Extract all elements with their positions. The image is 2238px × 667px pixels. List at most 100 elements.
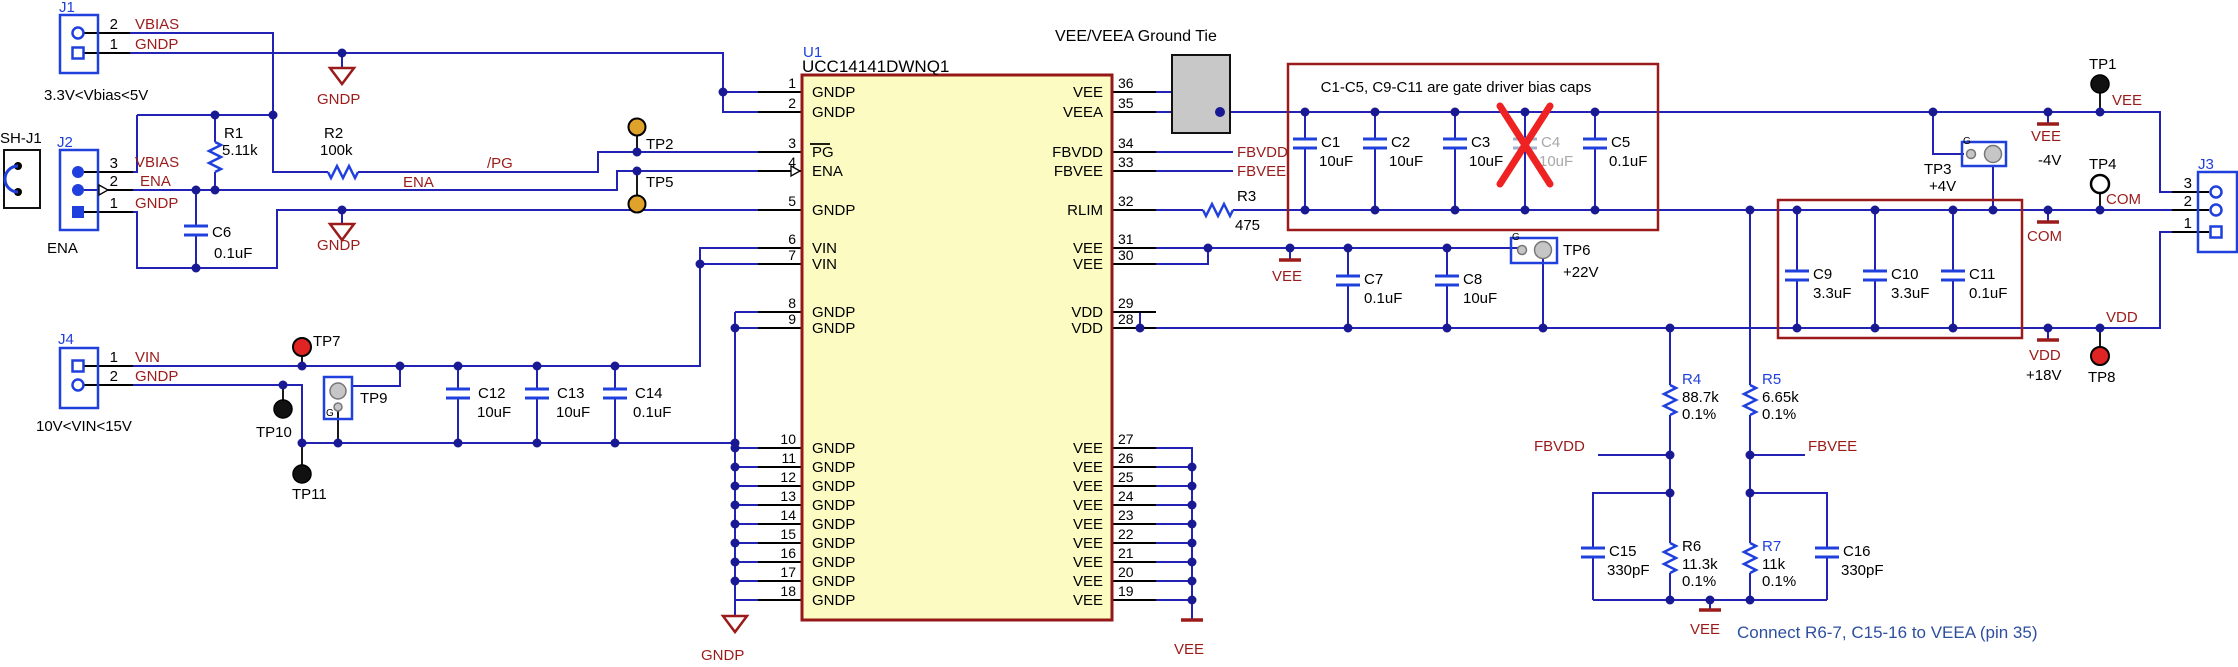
- net-label-ena-mid: ENA: [403, 174, 434, 191]
- capacitor-c6[interactable]: C6 0.1uF: [184, 224, 252, 262]
- c1-value: 10uF: [1319, 153, 1353, 170]
- u1-right-pin-numbers: 36 35 34 33 32 31 30 29 28 27 26 25 24 2…: [1118, 75, 1134, 599]
- c13-ref: C13: [557, 385, 585, 402]
- feedback-note: Connect R6-7, C15-16 to VEEA (pin 35): [1737, 623, 2038, 642]
- bias-caps-group-box-1: [1286, 62, 1660, 232]
- r1-value: 5.11k: [222, 142, 258, 159]
- resistor-r2[interactable]: R2 100k: [320, 125, 360, 181]
- svg-text:9: 9: [788, 311, 796, 327]
- svg-text:3: 3: [788, 135, 796, 151]
- r5-ref: R5: [1762, 371, 1781, 388]
- capacitor-c7[interactable]: C7 0.1uF: [1336, 271, 1402, 307]
- vee-veea-ground-tie[interactable]: VEE/VEEA Ground Tie: [1055, 28, 1231, 134]
- capacitor-c12[interactable]: C12 10uF: [446, 385, 511, 421]
- j3-ref: J3: [2198, 156, 2214, 173]
- testpoint-tp10[interactable]: TP10: [256, 399, 293, 441]
- capacitor-c11[interactable]: C11 0.1uF: [1941, 266, 2007, 302]
- testpoint-tp3[interactable]: G TP3 +4V: [1924, 136, 2008, 195]
- net-label-vdd-tp8: VDD: [2106, 309, 2138, 326]
- capacitor-c16[interactable]: C16 330pF: [1815, 543, 1884, 579]
- svg-text:18: 18: [780, 583, 796, 599]
- r3-ref: R3: [1237, 188, 1256, 205]
- resistor-r1[interactable]: R1 5.11k: [206, 125, 258, 174]
- svg-text:31: 31: [1118, 231, 1134, 247]
- connector-j2[interactable]: J2 3 2 1 VBIAS ENA GNDP ENA: [47, 134, 179, 257]
- vee-ground-symbol-c7: VEE: [1272, 258, 1302, 285]
- c11-value: 0.1uF: [1969, 285, 2007, 302]
- ic-u1[interactable]: U1 UCC14141DWNQ1 1 2 3 4 5 6 7 8 9 10 11…: [780, 44, 1134, 622]
- svg-text:32: 32: [1118, 193, 1134, 209]
- c16-ref: C16: [1843, 543, 1871, 560]
- c10-ref: C10: [1891, 266, 1919, 283]
- svg-text:16: 16: [780, 545, 796, 561]
- testpoint-tp9[interactable]: G TP9: [322, 375, 388, 421]
- testpoint-tp5[interactable]: TP5: [627, 174, 674, 214]
- svg-text:GNDP: GNDP: [812, 104, 855, 121]
- j4-pin1-square: [71, 359, 85, 373]
- connector-j4[interactable]: J4 1 2 VIN GNDP 10V<VIN<15V: [36, 331, 178, 435]
- svg-text:VEE: VEE: [1073, 516, 1103, 533]
- vdd-ground-symbol: VDD +18V: [2026, 338, 2061, 384]
- capacitor-c5[interactable]: C5 0.1uF: [1583, 134, 1647, 170]
- r7-value: 11k: [1762, 556, 1786, 573]
- svg-text:FBVDD: FBVDD: [1052, 144, 1103, 161]
- r6-ref: R6: [1682, 538, 1701, 555]
- svg-text:TP8: TP8: [2088, 369, 2116, 386]
- ground-tie-label: VEE/VEEA Ground Tie: [1055, 28, 1217, 45]
- c8-value: 10uF: [1463, 290, 1497, 307]
- testpoint-tp7[interactable]: TP7: [292, 333, 341, 357]
- capacitor-c2[interactable]: C2 10uF: [1363, 134, 1423, 170]
- svg-text:5: 5: [788, 193, 796, 209]
- testpoint-tp4[interactable]: TP4: [2089, 156, 2117, 195]
- svg-text:25: 25: [1118, 469, 1134, 485]
- capacitor-c8[interactable]: C8 10uF: [1435, 271, 1497, 307]
- net-label-fbvdd-r4: FBVDD: [1534, 438, 1585, 455]
- sh-j1-ref: SH-J1: [0, 130, 42, 147]
- connector-sh-j1[interactable]: SH-J1: [0, 130, 42, 209]
- svg-text:GNDP: GNDP: [701, 647, 744, 664]
- svg-text:21: 21: [1118, 545, 1134, 561]
- connector-j1[interactable]: J1 2 1 VBIAS GNDP 3.3V<Vbias<5V: [44, 0, 179, 104]
- j1-pin2-circle: [71, 26, 85, 40]
- c14-ref: C14: [635, 385, 663, 402]
- svg-text:3: 3: [2184, 175, 2192, 192]
- svg-text:GNDP: GNDP: [812, 440, 855, 457]
- svg-text:1: 1: [788, 75, 796, 91]
- svg-text:VEE: VEE: [1073, 478, 1103, 495]
- capacitor-c14[interactable]: C14 0.1uF: [603, 385, 671, 421]
- svg-text:2: 2: [2184, 193, 2192, 210]
- resistor-r3[interactable]: R3 475: [1201, 188, 1260, 234]
- gndp-ground-symbol-bottom: GNDP: [701, 614, 750, 664]
- testpoint-tp6[interactable]: G TP6 +22V: [1509, 232, 1598, 281]
- capacitor-c15[interactable]: C15 330pF: [1581, 543, 1650, 579]
- capacitor-c1[interactable]: C1 10uF: [1293, 134, 1353, 170]
- capacitor-c10[interactable]: C10 3.3uF: [1863, 266, 1929, 302]
- resistor-r7[interactable]: R7 11k 0.1%: [1741, 538, 1796, 590]
- resistor-r5[interactable]: R5 6.65k 0.1%: [1741, 371, 1799, 423]
- c11-ref: C11: [1969, 266, 1995, 283]
- resistor-r6[interactable]: R6 11.3k 0.1%: [1661, 538, 1718, 590]
- testpoint-tp2[interactable]: TP2: [627, 117, 674, 154]
- svg-text:GNDP: GNDP: [812, 497, 855, 514]
- svg-text:GNDP: GNDP: [812, 459, 855, 476]
- vee-ground-symbol-chain: VEE: [1174, 618, 1204, 658]
- capacitor-c3[interactable]: C3 10uF: [1443, 134, 1503, 170]
- ic-body[interactable]: [800, 73, 1114, 622]
- resistor-r4[interactable]: R4 88.7k 0.1%: [1661, 371, 1719, 423]
- tp3-voltage: +4V: [1929, 178, 1956, 195]
- svg-text:1: 1: [2184, 215, 2192, 232]
- testpoint-tp8[interactable]: TP8: [2088, 346, 2116, 386]
- r3-value: 475: [1235, 217, 1260, 234]
- capacitor-c13[interactable]: C13 10uF: [525, 385, 590, 421]
- capacitor-c4-crossed-out[interactable]: C4 10uF: [1496, 102, 1573, 188]
- svg-text:VEE: VEE: [1073, 240, 1103, 257]
- testpoint-tp1[interactable]: TP1: [2089, 56, 2117, 94]
- capacitor-c9[interactable]: C9 3.3uF: [1785, 266, 1851, 302]
- connector-j3[interactable]: J3 3 2 1: [2184, 156, 2238, 254]
- r1-ref: R1: [224, 125, 243, 142]
- testpoint-tp11[interactable]: TP11: [292, 464, 327, 503]
- svg-text:VDD: VDD: [2029, 347, 2061, 364]
- svg-text:COM: COM: [2027, 228, 2062, 245]
- svg-text:7: 7: [788, 247, 796, 263]
- svg-text:GNDP: GNDP: [317, 237, 360, 254]
